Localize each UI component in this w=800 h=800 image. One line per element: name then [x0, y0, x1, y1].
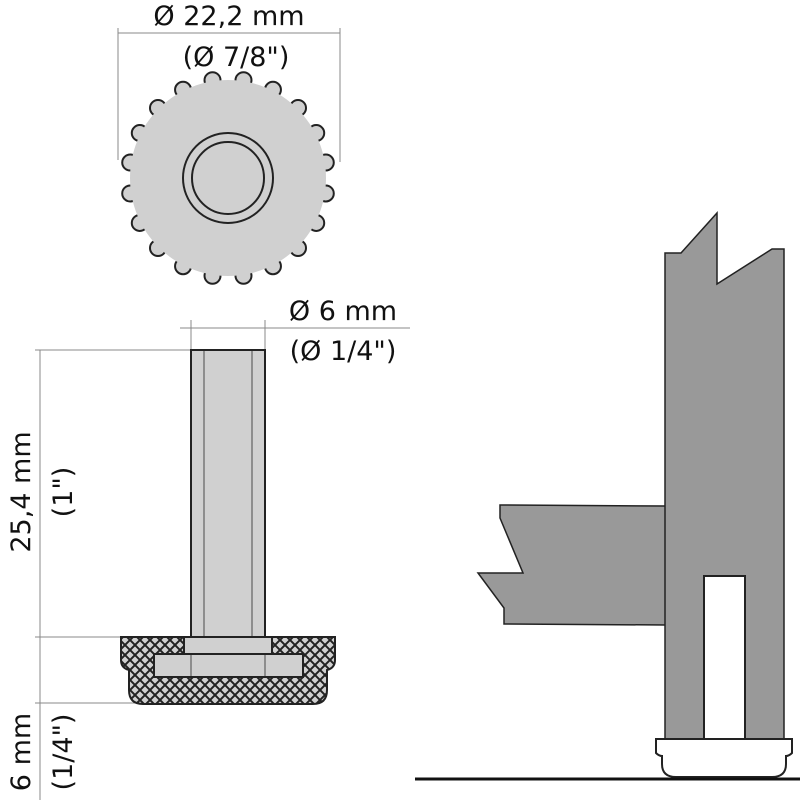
inner-ring: [191, 141, 265, 215]
knurled-disc-top-view: [121, 71, 335, 285]
installed-glide-cap: [655, 738, 793, 778]
stem-side-view: [190, 349, 266, 641]
stem-length-in: (1"): [48, 467, 79, 518]
stem-diameter-mm: Ø 6 mm: [289, 296, 397, 327]
top-diameter-in: (Ø 7/8"): [183, 42, 290, 73]
outer-ring: [182, 132, 274, 224]
shelf-board: [476, 504, 667, 626]
stem-diameter-in: (Ø 1/4"): [290, 336, 397, 367]
top-diameter-mm: Ø 22,2 mm: [153, 1, 304, 32]
glide-cap-section: [120, 636, 336, 705]
cap-height-mm: 6 mm: [6, 713, 37, 791]
stem-diameter-dimension: Ø 6 mm (Ø 1/4"): [180, 296, 410, 367]
height-dimensions: 25,4 mm (1") 6 mm (1/4"): [6, 349, 191, 800]
leg-bore: [703, 575, 746, 741]
furniture-application-illustration: [415, 211, 800, 781]
stem-length-mm: 25,4 mm: [6, 431, 37, 552]
cap-height-in: (1/4"): [48, 714, 79, 791]
top-diameter-dimension: Ø 22,2 mm (Ø 7/8"): [117, 1, 341, 162]
